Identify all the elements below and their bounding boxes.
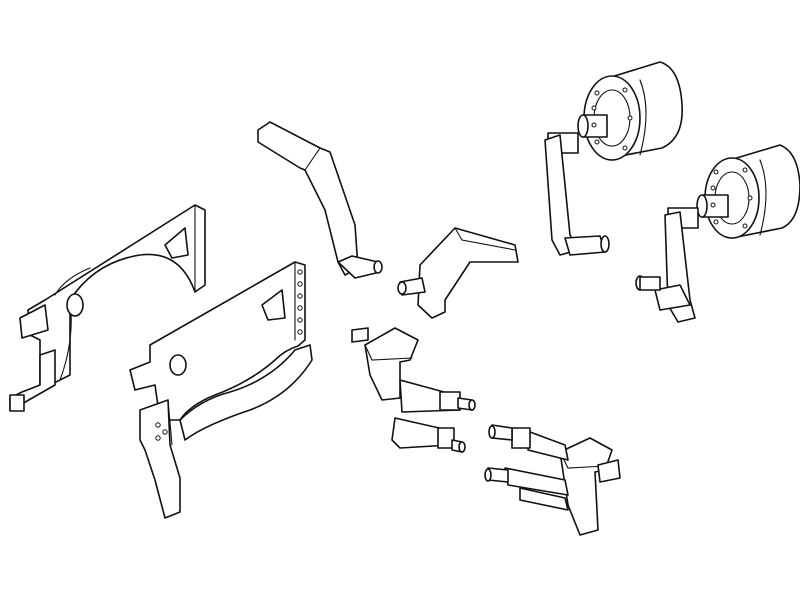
front-splasher-plate bbox=[129, 261, 313, 441]
brake-hanger-arm bbox=[257, 121, 383, 279]
upper-cylinder-bolts bbox=[591, 87, 633, 151]
front-hanger-leg bbox=[139, 399, 181, 519]
angled-bracket bbox=[397, 227, 519, 319]
left-splasher-plate bbox=[9, 204, 206, 412]
lower-stay-bracket bbox=[484, 424, 621, 536]
upper-brake-cylinder-assembly bbox=[544, 61, 683, 256]
lower-cylinder-bolts bbox=[710, 167, 753, 229]
lower-brake-cylinder-assembly bbox=[635, 144, 800, 323]
rivet-row bbox=[297, 269, 303, 335]
upper-stay-bracket bbox=[351, 327, 476, 453]
